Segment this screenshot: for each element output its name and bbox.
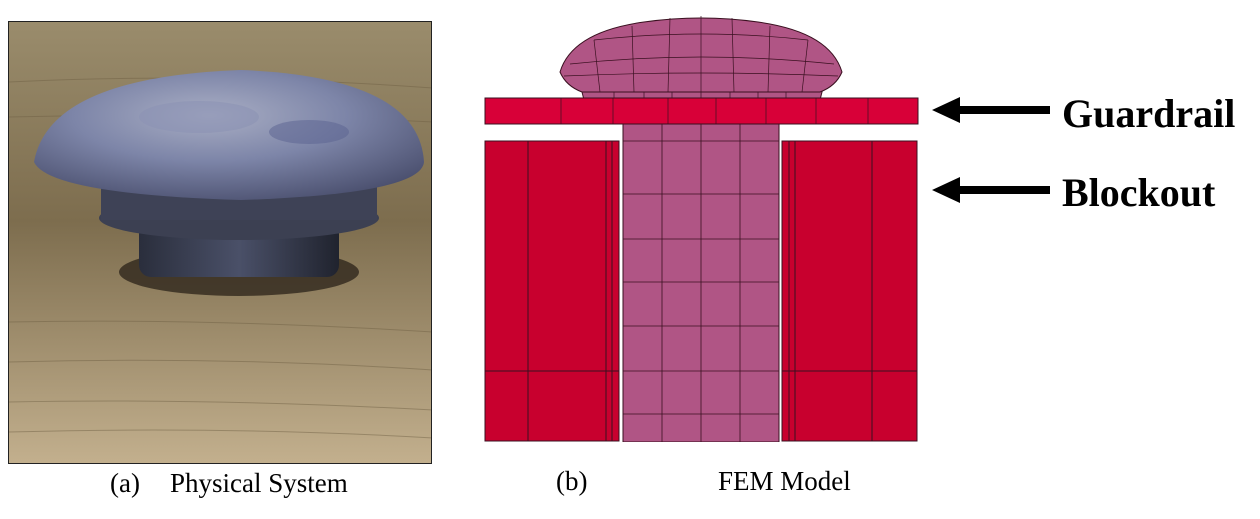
arrow-left-icon	[932, 97, 1050, 123]
blockout-label: Blockout	[1062, 170, 1216, 215]
panel-b-label: (b)	[556, 466, 588, 496]
panel-b-caption: FEM Model	[718, 466, 851, 496]
arrow-left-icon	[932, 177, 1050, 203]
blockout-left	[484, 140, 620, 442]
panel-a-caption: Physical System	[170, 468, 348, 498]
blockout-right	[781, 140, 918, 442]
panel-a-label: (a)	[110, 468, 140, 498]
guardrail-label: Guardrail	[1062, 91, 1236, 136]
guardrail-strip	[484, 97, 919, 125]
fem-model-diagram	[484, 14, 920, 443]
physical-system-photo	[8, 21, 432, 464]
